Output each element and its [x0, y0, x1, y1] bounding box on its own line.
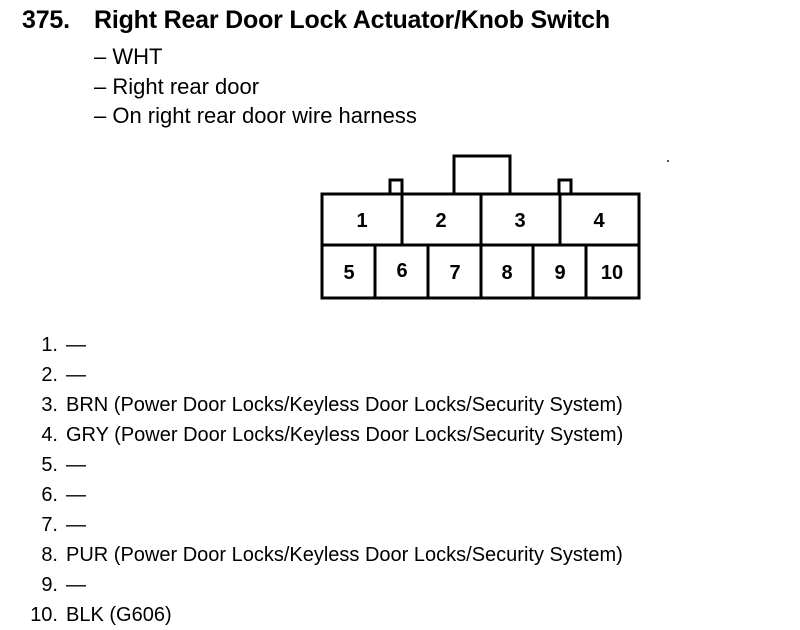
component-number: 375. [22, 6, 70, 34]
connector-pin-7: 7 [449, 262, 460, 284]
list-item: 4. GRY (Power Door Locks/Keyless Door Lo… [0, 420, 800, 450]
connector-right-nub [557, 178, 573, 196]
list-item: 9. — [0, 570, 800, 600]
pin-number: 4. [41, 424, 58, 446]
connector-left-nub [388, 178, 404, 196]
pin-description: — [66, 484, 86, 506]
connector-pin-6: 6 [396, 260, 407, 282]
connector-pin-2: 2 [435, 210, 446, 232]
pin-description: — [66, 454, 86, 476]
list-item: 7. — [0, 510, 800, 540]
list-item: 1. — [0, 330, 800, 360]
connector-pin-4: 4 [593, 210, 605, 232]
component-details: – WHT – Right rear door – On right rear … [94, 42, 417, 131]
list-item: 3. BRN (Power Door Locks/Keyless Door Lo… [0, 390, 800, 420]
pin-number: 9. [41, 574, 58, 596]
connector-pin-5: 5 [343, 262, 354, 284]
pin-number: 5. [41, 454, 58, 476]
pin-list: 1. — 2. — 3. BRN (Power Door Locks/Keyle… [0, 330, 800, 630]
pin-description: PUR (Power Door Locks/Keyless Door Locks… [66, 544, 623, 566]
connector-pin-9: 9 [554, 262, 565, 284]
pin-description: BRN (Power Door Locks/Keyless Door Locks… [66, 394, 623, 416]
list-item: 5. — [0, 450, 800, 480]
pin-number: 6. [41, 484, 58, 506]
scan-speck [667, 160, 669, 162]
list-item: 10. BLK (G606) [0, 600, 800, 630]
pin-description: GRY (Power Door Locks/Keyless Door Locks… [66, 424, 624, 446]
pin-description: — [66, 364, 86, 386]
pin-description: BLK (G606) [66, 604, 172, 626]
connector-diagram: 1 2 3 4 5 6 7 8 9 10 [320, 154, 641, 300]
page-title: 375. Right Rear Door Lock Actuator/Knob S… [22, 6, 610, 35]
pin-description: — [66, 574, 86, 596]
connector-pin-3: 3 [514, 210, 525, 232]
list-item: 2. — [0, 360, 800, 390]
detail-color: – WHT [94, 44, 163, 69]
pin-number: 2. [41, 364, 58, 386]
pin-number: 3. [41, 394, 58, 416]
pin-number: 7. [41, 514, 58, 536]
detail-location: – Right rear door [94, 73, 260, 99]
connector-pin-10: 10 [601, 262, 623, 284]
pin-number: 8. [41, 544, 58, 566]
pin-number: 1. [41, 334, 58, 356]
connector-lock-tab [452, 154, 512, 196]
component-title: Right Rear Door Lock Actuator/Knob Switc… [94, 6, 610, 34]
connector-pin-1: 1 [356, 210, 367, 232]
list-item: 8. PUR (Power Door Locks/Keyless Door Lo… [0, 540, 800, 570]
pin-number: 10. [30, 604, 58, 626]
pin-description: — [66, 514, 86, 536]
list-item: 6. — [0, 480, 800, 510]
pin-description: — [66, 334, 86, 356]
connector-pin-8: 8 [501, 262, 512, 284]
detail-harness: – On right rear door wire harness [94, 103, 417, 128]
